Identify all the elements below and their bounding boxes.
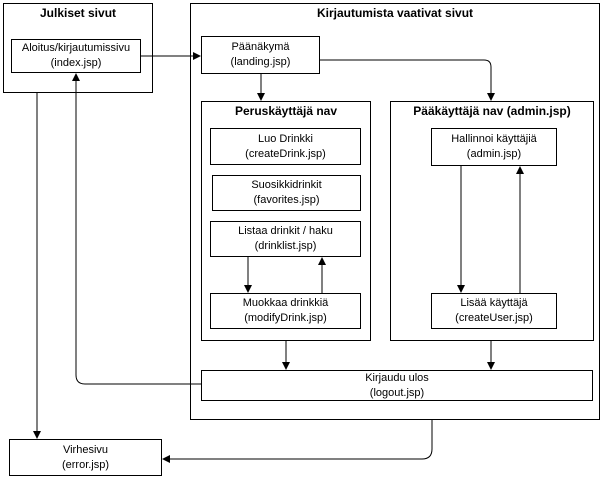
error-page-node: Virhesivu (error.jsp) xyxy=(9,439,162,476)
error-page-label: Virhesivu xyxy=(62,443,109,456)
public-pages-title: Julkiset sivut xyxy=(39,6,117,20)
admin-label: Hallinnoi käyttäjiä xyxy=(451,133,537,145)
logout-label: Kirjaudu ulos xyxy=(365,371,429,384)
modify-drink-label: Muokkaa drinkkiä xyxy=(242,297,329,309)
drinklist-node: Listaa drinkit / haku (drinklist.jsp) xyxy=(210,221,361,257)
error-page-file: (error.jsp) xyxy=(61,458,110,471)
landing-page-label: Päänäkymä xyxy=(231,41,290,53)
basic-user-nav-title: Peruskäyttäjä nav xyxy=(234,104,338,118)
drinklist-file: (drinklist.jsp) xyxy=(254,240,317,252)
landing-page-node: Päänäkymä (landing.jsp) xyxy=(201,36,320,74)
create-drink-label: Luo Drinkki xyxy=(257,132,314,145)
favorites-file: (favorites.jsp) xyxy=(253,194,320,206)
index-page-label: Aloitus/kirjautumissivu xyxy=(21,42,131,54)
authenticated-pages-title: Kirjautumista vaativat sivut xyxy=(316,6,474,20)
edge-authenticated-to-error xyxy=(162,420,433,463)
create-user-node: Lisää käyttäjä (createUser.jsp) xyxy=(431,293,557,329)
create-user-file: (createUser.jsp) xyxy=(455,312,533,324)
modify-drink-file: (modifyDrink.jsp) xyxy=(244,312,327,324)
modify-drink-node: Muokkaa drinkkiä (modifyDrink.jsp) xyxy=(210,293,361,329)
logout-file: (logout.jsp) xyxy=(369,386,425,399)
index-page-node: Aloitus/kirjautumissivu (index.jsp) xyxy=(11,39,141,73)
drinklist-label: Listaa drinkit / haku xyxy=(238,225,333,237)
create-user-label: Lisää käyttäjä xyxy=(460,297,528,309)
edge-logout-to-index xyxy=(72,73,201,385)
admin-user-nav-title: Pääkäyttäjä nav (admin.jsp) xyxy=(413,104,571,118)
landing-page-file: (landing.jsp) xyxy=(230,56,291,68)
admin-node: Hallinnoi käyttäjiä (admin.jsp) xyxy=(431,128,557,166)
favorites-label: Suosikkidrinkit xyxy=(251,179,322,191)
create-drink-node: Luo Drinkki (createDrink.jsp) xyxy=(210,128,361,165)
create-drink-file: (createDrink.jsp) xyxy=(245,147,326,160)
admin-file: (admin.jsp) xyxy=(466,148,522,160)
index-page-file: (index.jsp) xyxy=(50,57,102,69)
logout-node: Kirjaudu ulos (logout.jsp) xyxy=(201,370,593,401)
favorites-node: Suosikkidrinkit (favorites.jsp) xyxy=(212,175,361,211)
